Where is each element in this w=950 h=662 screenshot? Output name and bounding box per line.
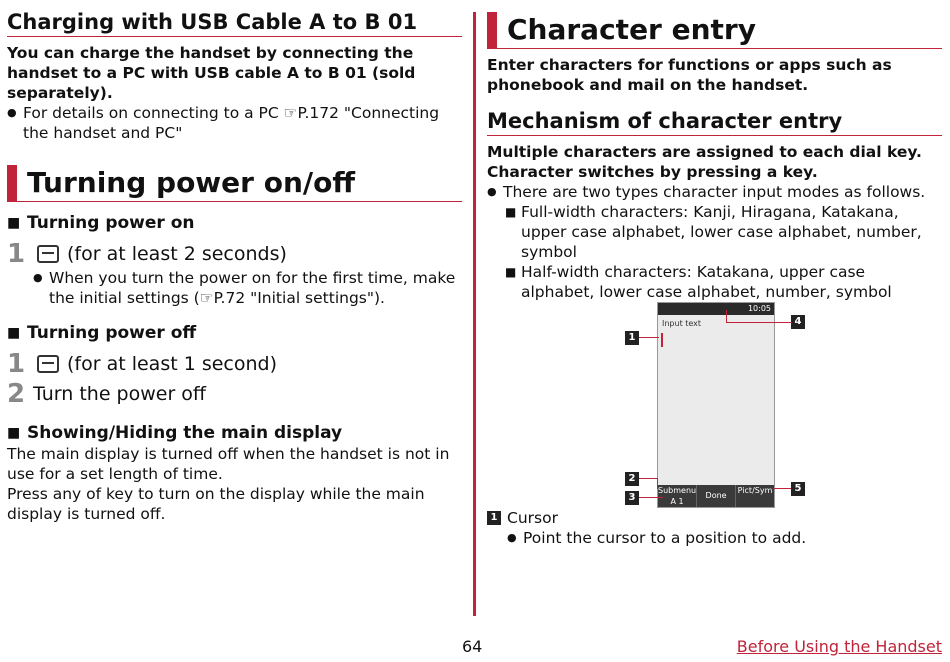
char-heading: Character entry	[487, 12, 942, 49]
pict-softkey: Pict/Sym	[737, 486, 773, 495]
section-link[interactable]: Before Using the Handset	[736, 637, 942, 656]
cursor	[661, 333, 663, 347]
power-on-step-1: 1 (for at least 2 seconds)	[7, 240, 462, 268]
power-off-step-text: (for at least 1 second)	[67, 353, 278, 375]
left-column: Charging with USB Cable A to B 01 You ca…	[7, 0, 462, 524]
legend-callout-1: 1	[487, 511, 501, 525]
phone-screen: 10:05 Input text Submenu A 1 Done Pict/S…	[657, 302, 775, 508]
callout-4: 4	[791, 315, 805, 329]
callout-3-line	[639, 497, 663, 498]
callout-4-line	[726, 310, 792, 323]
char-paragraph: Enter characters for functions or apps s…	[487, 56, 892, 94]
input-text-label: Input text	[662, 319, 702, 328]
softkey-bar: Submenu A 1 Done Pict/Sym	[658, 485, 774, 507]
power-title: Turning power on/off	[27, 166, 356, 199]
usb-bullet: For details on connecting to a PC ☞P.172…	[7, 103, 462, 143]
usb-title: Charging with USB Cable A to B 01	[7, 10, 462, 37]
power-on-bullet: When you turn the power on for the first…	[33, 268, 462, 308]
power-off-step-2-text: Turn the power off	[33, 383, 207, 405]
callout-1-line	[639, 337, 659, 338]
power-on-heading: Turning power on	[7, 212, 462, 234]
submenu-softkey: Submenu A 1	[658, 485, 698, 507]
callout-2-line	[639, 478, 658, 489]
half-width-item: Half-width characters: Katakana, upper c…	[505, 262, 942, 302]
display-paragraph-2: Press any of key to turn on the display …	[7, 485, 425, 523]
cursor-label: Cursor	[507, 509, 558, 527]
power-key-icon	[37, 245, 59, 263]
callout-5: 5	[791, 482, 805, 496]
callout-3: 3	[625, 491, 639, 505]
page-number: 64	[462, 637, 483, 656]
display-paragraph-1: The main display is turned off when the …	[7, 445, 450, 483]
callout-5-line	[773, 488, 791, 489]
display-heading: Showing/Hiding the main display	[7, 422, 462, 444]
power-off-heading: Turning power off	[7, 322, 462, 344]
power-on-step-text: (for at least 2 seconds)	[67, 243, 287, 265]
right-column: Character entry Enter characters for fun…	[487, 0, 942, 302]
heading-bar	[487, 12, 497, 48]
cursor-bullet: Point the cursor to a position to add.	[507, 528, 942, 548]
full-width-item: Full-width characters: Kanji, Hiragana, …	[505, 202, 942, 262]
power-off-step-1: 1 (for at least 1 second)	[7, 350, 462, 378]
column-divider	[473, 12, 476, 616]
step-number: 2	[7, 379, 26, 409]
step-number: 1	[7, 349, 26, 379]
done-softkey: Done	[697, 485, 737, 507]
step-number: 1	[7, 239, 26, 269]
power-off-step-2: 2 Turn the power off	[7, 380, 462, 408]
status-bar: 10:05	[658, 303, 774, 315]
cursor-legend: 1 Cursor Point the cursor to a position …	[487, 508, 942, 548]
mechanism-bold: Multiple characters are assigned to each…	[487, 143, 922, 181]
heading-bar	[7, 165, 17, 201]
callout-1: 1	[625, 331, 639, 345]
usb-paragraph: You can charge the handset by connecting…	[7, 44, 416, 102]
callout-2: 2	[625, 472, 639, 486]
char-title: Character entry	[507, 13, 756, 46]
power-key-icon	[37, 355, 59, 373]
mode-label: A 1	[670, 497, 684, 506]
mechanism-bullet: There are two types character input mode…	[487, 182, 942, 202]
submenu-label: Submenu	[658, 486, 697, 495]
mechanism-title: Mechanism of character entry	[487, 109, 942, 136]
cursor-legend-row: 1 Cursor	[487, 508, 942, 528]
power-heading: Turning power on/off	[7, 165, 462, 202]
